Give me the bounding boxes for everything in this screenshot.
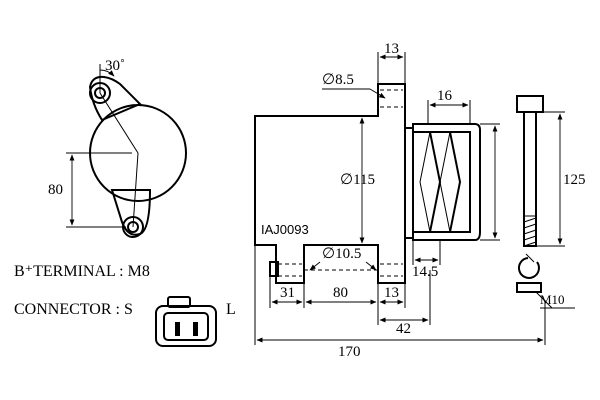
- spring-washer: [518, 257, 540, 279]
- connector-pin-l: [193, 322, 198, 336]
- angle-arc: [99, 69, 115, 77]
- bolt-length-label: 125: [563, 172, 586, 188]
- height-dimension-label: 80: [48, 182, 63, 198]
- side-view: 13 ∅8.5 16 ∅115 IAJ0093 ∅10.5 14.5: [254, 41, 546, 360]
- connector-plug: [155, 296, 217, 347]
- upper-mounting-ear: [88, 75, 142, 122]
- connector-label: CONNECTOR : S: [14, 301, 133, 318]
- to-pulley-label: 42: [396, 321, 411, 337]
- bolt-head: [516, 95, 544, 113]
- connector-l-label: L: [226, 301, 236, 318]
- mount-span-label: 80: [333, 285, 348, 301]
- angle-label: 30˚: [105, 58, 125, 74]
- connector-pin-s: [175, 322, 180, 336]
- bolt-nut: [516, 282, 542, 293]
- pulley: [404, 123, 481, 241]
- body-diameter-label: ∅115: [340, 172, 375, 188]
- terminal-label: B⁺TERMINAL : M8: [14, 263, 150, 280]
- bolt-thread-label: M10: [540, 292, 565, 307]
- total-length-label: 170: [338, 344, 361, 360]
- pulley-offset-label: 14.5: [412, 264, 438, 280]
- bottom-hole-diameter-label: ∅10.5: [322, 246, 361, 262]
- top-width-label: 13: [384, 41, 399, 57]
- mount-width-label: 13: [384, 285, 399, 301]
- hole-diameter-label: ∅8.5: [322, 72, 354, 88]
- pulley-width-label: 16: [437, 88, 453, 104]
- front-view: 30˚ 80: [48, 58, 187, 238]
- part-number: IAJ0093: [261, 222, 309, 237]
- left-offset-label: 31: [280, 285, 295, 301]
- bolt-view: 125 M10: [516, 95, 586, 309]
